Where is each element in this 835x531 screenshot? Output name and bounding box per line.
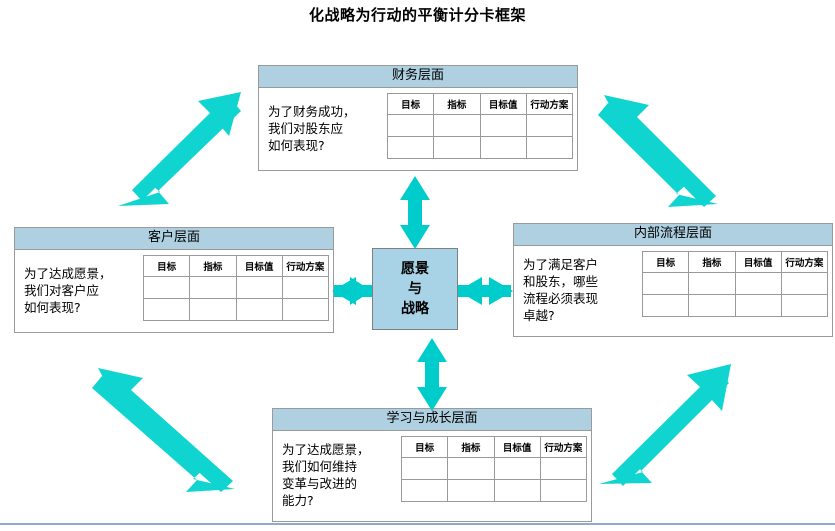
table-cell[interactable] xyxy=(734,294,782,318)
arrow-customer-learning xyxy=(92,368,235,492)
table-cell[interactable] xyxy=(235,276,283,300)
column-header-initiative: 行动方案 xyxy=(281,255,330,278)
scorecard-table-learning-growth[interactable]: 目标 指标 目标值 行动方案 xyxy=(400,436,588,503)
vision-and-strategy-box[interactable]: 愿景 与 战略 xyxy=(372,248,458,330)
table-cell[interactable] xyxy=(641,272,690,296)
column-header-target: 目标值 xyxy=(493,436,541,459)
column-header-objective: 目标 xyxy=(400,436,449,459)
table-cell[interactable] xyxy=(688,272,736,296)
table-cell[interactable] xyxy=(539,479,588,503)
table-cell[interactable] xyxy=(386,136,435,160)
table-cell[interactable] xyxy=(386,114,435,138)
table-cell[interactable] xyxy=(400,479,449,503)
column-header-measure: 指标 xyxy=(433,93,481,116)
table-cell[interactable] xyxy=(525,136,574,160)
perspective-body-financial: 为了财务成功， 我们对股东应 如何表现? 目标 指标 目标值 行动方案 xyxy=(259,88,577,170)
perspective-table-wrap-learning-growth: 目标 指标 目标值 行动方案 xyxy=(400,431,591,521)
table-cell[interactable] xyxy=(400,457,449,481)
column-header-objective: 目标 xyxy=(142,255,191,278)
table-cell[interactable] xyxy=(189,298,237,322)
bottom-divider xyxy=(0,523,835,525)
table-row[interactable] xyxy=(641,294,829,318)
perspective-header-learning-growth: 学习与成长层面 xyxy=(273,409,591,432)
table-cell[interactable] xyxy=(539,457,588,481)
column-header-objective: 目标 xyxy=(386,93,435,116)
table-cell[interactable] xyxy=(688,294,736,318)
arrow-center-financial xyxy=(400,176,430,249)
table-header-row: 目标 指标 目标值 行动方案 xyxy=(641,251,829,274)
perspective-body-customer: 为了达成愿景， 我们对客户应 如何表现? 目标 指标 目标值 行动方案 xyxy=(15,250,333,332)
perspective-header-financial: 财务层面 xyxy=(259,66,577,89)
page-title: 化战略为行动的平衡计分卡框架 xyxy=(308,6,526,24)
arrow-learning-internal xyxy=(599,364,731,486)
table-cell[interactable] xyxy=(433,114,481,138)
perspective-box-customer[interactable]: 客户层面 为了达成愿景， 我们对客户应 如何表现? 目标 指标 目标值 行动方案 xyxy=(14,227,334,333)
table-cell[interactable] xyxy=(142,298,191,322)
table-cell[interactable] xyxy=(780,294,829,318)
perspective-box-internal-process[interactable]: 内部流程层面 为了满足客户 和股东，哪些 流程必须表现 卓越? 目标 指标 目标… xyxy=(513,223,833,337)
table-cell[interactable] xyxy=(479,114,527,138)
table-cell[interactable] xyxy=(447,457,495,481)
table-cell[interactable] xyxy=(493,479,541,503)
perspective-header-customer: 客户层面 xyxy=(15,228,333,251)
perspective-table-wrap-internal-process: 目标 指标 目标值 行动方案 xyxy=(641,246,832,336)
table-cell[interactable] xyxy=(142,276,191,300)
table-cell[interactable] xyxy=(447,479,495,503)
perspective-question-customer: 为了达成愿景， 我们对客户应 如何表现? xyxy=(24,265,112,315)
column-header-target: 目标值 xyxy=(734,251,782,274)
table-cell[interactable] xyxy=(189,276,237,300)
perspective-box-learning-growth[interactable]: 学习与成长层面 为了达成愿景， 我们如何维持 变革与改进的 能力? 目标 指标 … xyxy=(272,408,592,522)
arrow-financial-internal xyxy=(598,95,718,207)
perspective-header-internal-process: 内部流程层面 xyxy=(514,224,832,247)
column-header-measure: 指标 xyxy=(688,251,736,274)
table-cell[interactable] xyxy=(479,136,527,160)
table-cell[interactable] xyxy=(281,298,330,322)
table-header-row: 目标 指标 目标值 行动方案 xyxy=(400,436,588,459)
table-row[interactable] xyxy=(641,272,829,296)
arrow-customer-financial xyxy=(118,92,241,206)
perspective-table-wrap-financial: 目标 指标 目标值 行动方案 xyxy=(386,88,577,170)
column-header-target: 目标值 xyxy=(479,93,527,116)
table-cell[interactable] xyxy=(641,294,690,318)
table-row[interactable] xyxy=(386,114,574,138)
vision-line-1: 愿景 xyxy=(401,260,429,277)
table-row[interactable] xyxy=(142,298,330,322)
table-header-row: 目标 指标 目标值 行动方案 xyxy=(386,93,574,116)
table-header-row: 目标 指标 目标值 行动方案 xyxy=(142,255,330,278)
table-row[interactable] xyxy=(400,457,588,481)
arrow-center-learning xyxy=(417,338,447,411)
table-cell[interactable] xyxy=(780,272,829,296)
arrow-center-internal xyxy=(458,277,513,305)
arrow-center-customer xyxy=(332,277,372,305)
column-header-measure: 指标 xyxy=(447,436,495,459)
table-cell[interactable] xyxy=(433,136,481,160)
table-cell[interactable] xyxy=(235,298,283,322)
scorecard-table-internal-process[interactable]: 目标 指标 目标值 行动方案 xyxy=(641,251,829,318)
column-header-initiative: 行动方案 xyxy=(539,436,588,459)
perspective-question-financial: 为了财务成功， 我们对股东应 如何表现? xyxy=(268,103,356,153)
table-cell[interactable] xyxy=(525,114,574,138)
perspective-body-learning-growth: 为了达成愿景， 我们如何维持 变革与改进的 能力? 目标 指标 目标值 行动方案 xyxy=(273,431,591,521)
vision-line-2: 与 xyxy=(408,280,422,297)
scorecard-table-customer[interactable]: 目标 指标 目标值 行动方案 xyxy=(142,255,330,322)
column-header-initiative: 行动方案 xyxy=(780,251,829,274)
column-header-initiative: 行动方案 xyxy=(525,93,574,116)
table-cell[interactable] xyxy=(493,457,541,481)
scorecard-table-financial[interactable]: 目标 指标 目标值 行动方案 xyxy=(386,93,574,160)
column-header-measure: 指标 xyxy=(189,255,237,278)
table-row[interactable] xyxy=(386,136,574,160)
perspective-box-financial[interactable]: 财务层面 为了财务成功， 我们对股东应 如何表现? 目标 指标 目标值 行动方案 xyxy=(258,65,578,171)
perspective-table-wrap-customer: 目标 指标 目标值 行动方案 xyxy=(142,250,333,332)
perspective-question-internal-process: 为了满足客户 和股东，哪些 流程必须表现 卓越? xyxy=(523,257,599,324)
perspective-body-internal-process: 为了满足客户 和股东，哪些 流程必须表现 卓越? 目标 指标 目标值 行动方案 xyxy=(514,246,832,336)
table-cell[interactable] xyxy=(281,276,330,300)
table-row[interactable] xyxy=(142,276,330,300)
vision-line-3: 战略 xyxy=(401,301,429,318)
column-header-target: 目标值 xyxy=(235,255,283,278)
column-header-objective: 目标 xyxy=(641,251,690,274)
table-row[interactable] xyxy=(400,479,588,503)
perspective-question-learning-growth: 为了达成愿景， 我们如何维持 变革与改进的 能力? xyxy=(282,442,370,509)
table-cell[interactable] xyxy=(734,272,782,296)
